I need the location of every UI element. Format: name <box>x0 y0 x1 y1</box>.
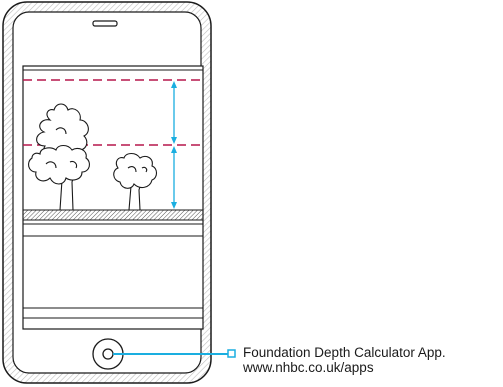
phone-screen <box>22 65 204 330</box>
dimension-arrow-upper <box>171 81 177 144</box>
home-button[interactable] <box>92 338 124 370</box>
callout-connector <box>113 349 236 358</box>
small-tree-icon <box>113 152 158 211</box>
speaker-slot-icon <box>92 20 118 27</box>
home-button-icon <box>102 348 114 360</box>
caption-url[interactable]: www.nhbc.co.uk/apps <box>243 360 374 375</box>
caption-title: Foundation Depth Calculator App. <box>243 345 446 360</box>
dimension-arrow-lower <box>171 146 177 209</box>
ground-level-band <box>22 209 204 237</box>
large-tree-icon <box>27 103 91 211</box>
